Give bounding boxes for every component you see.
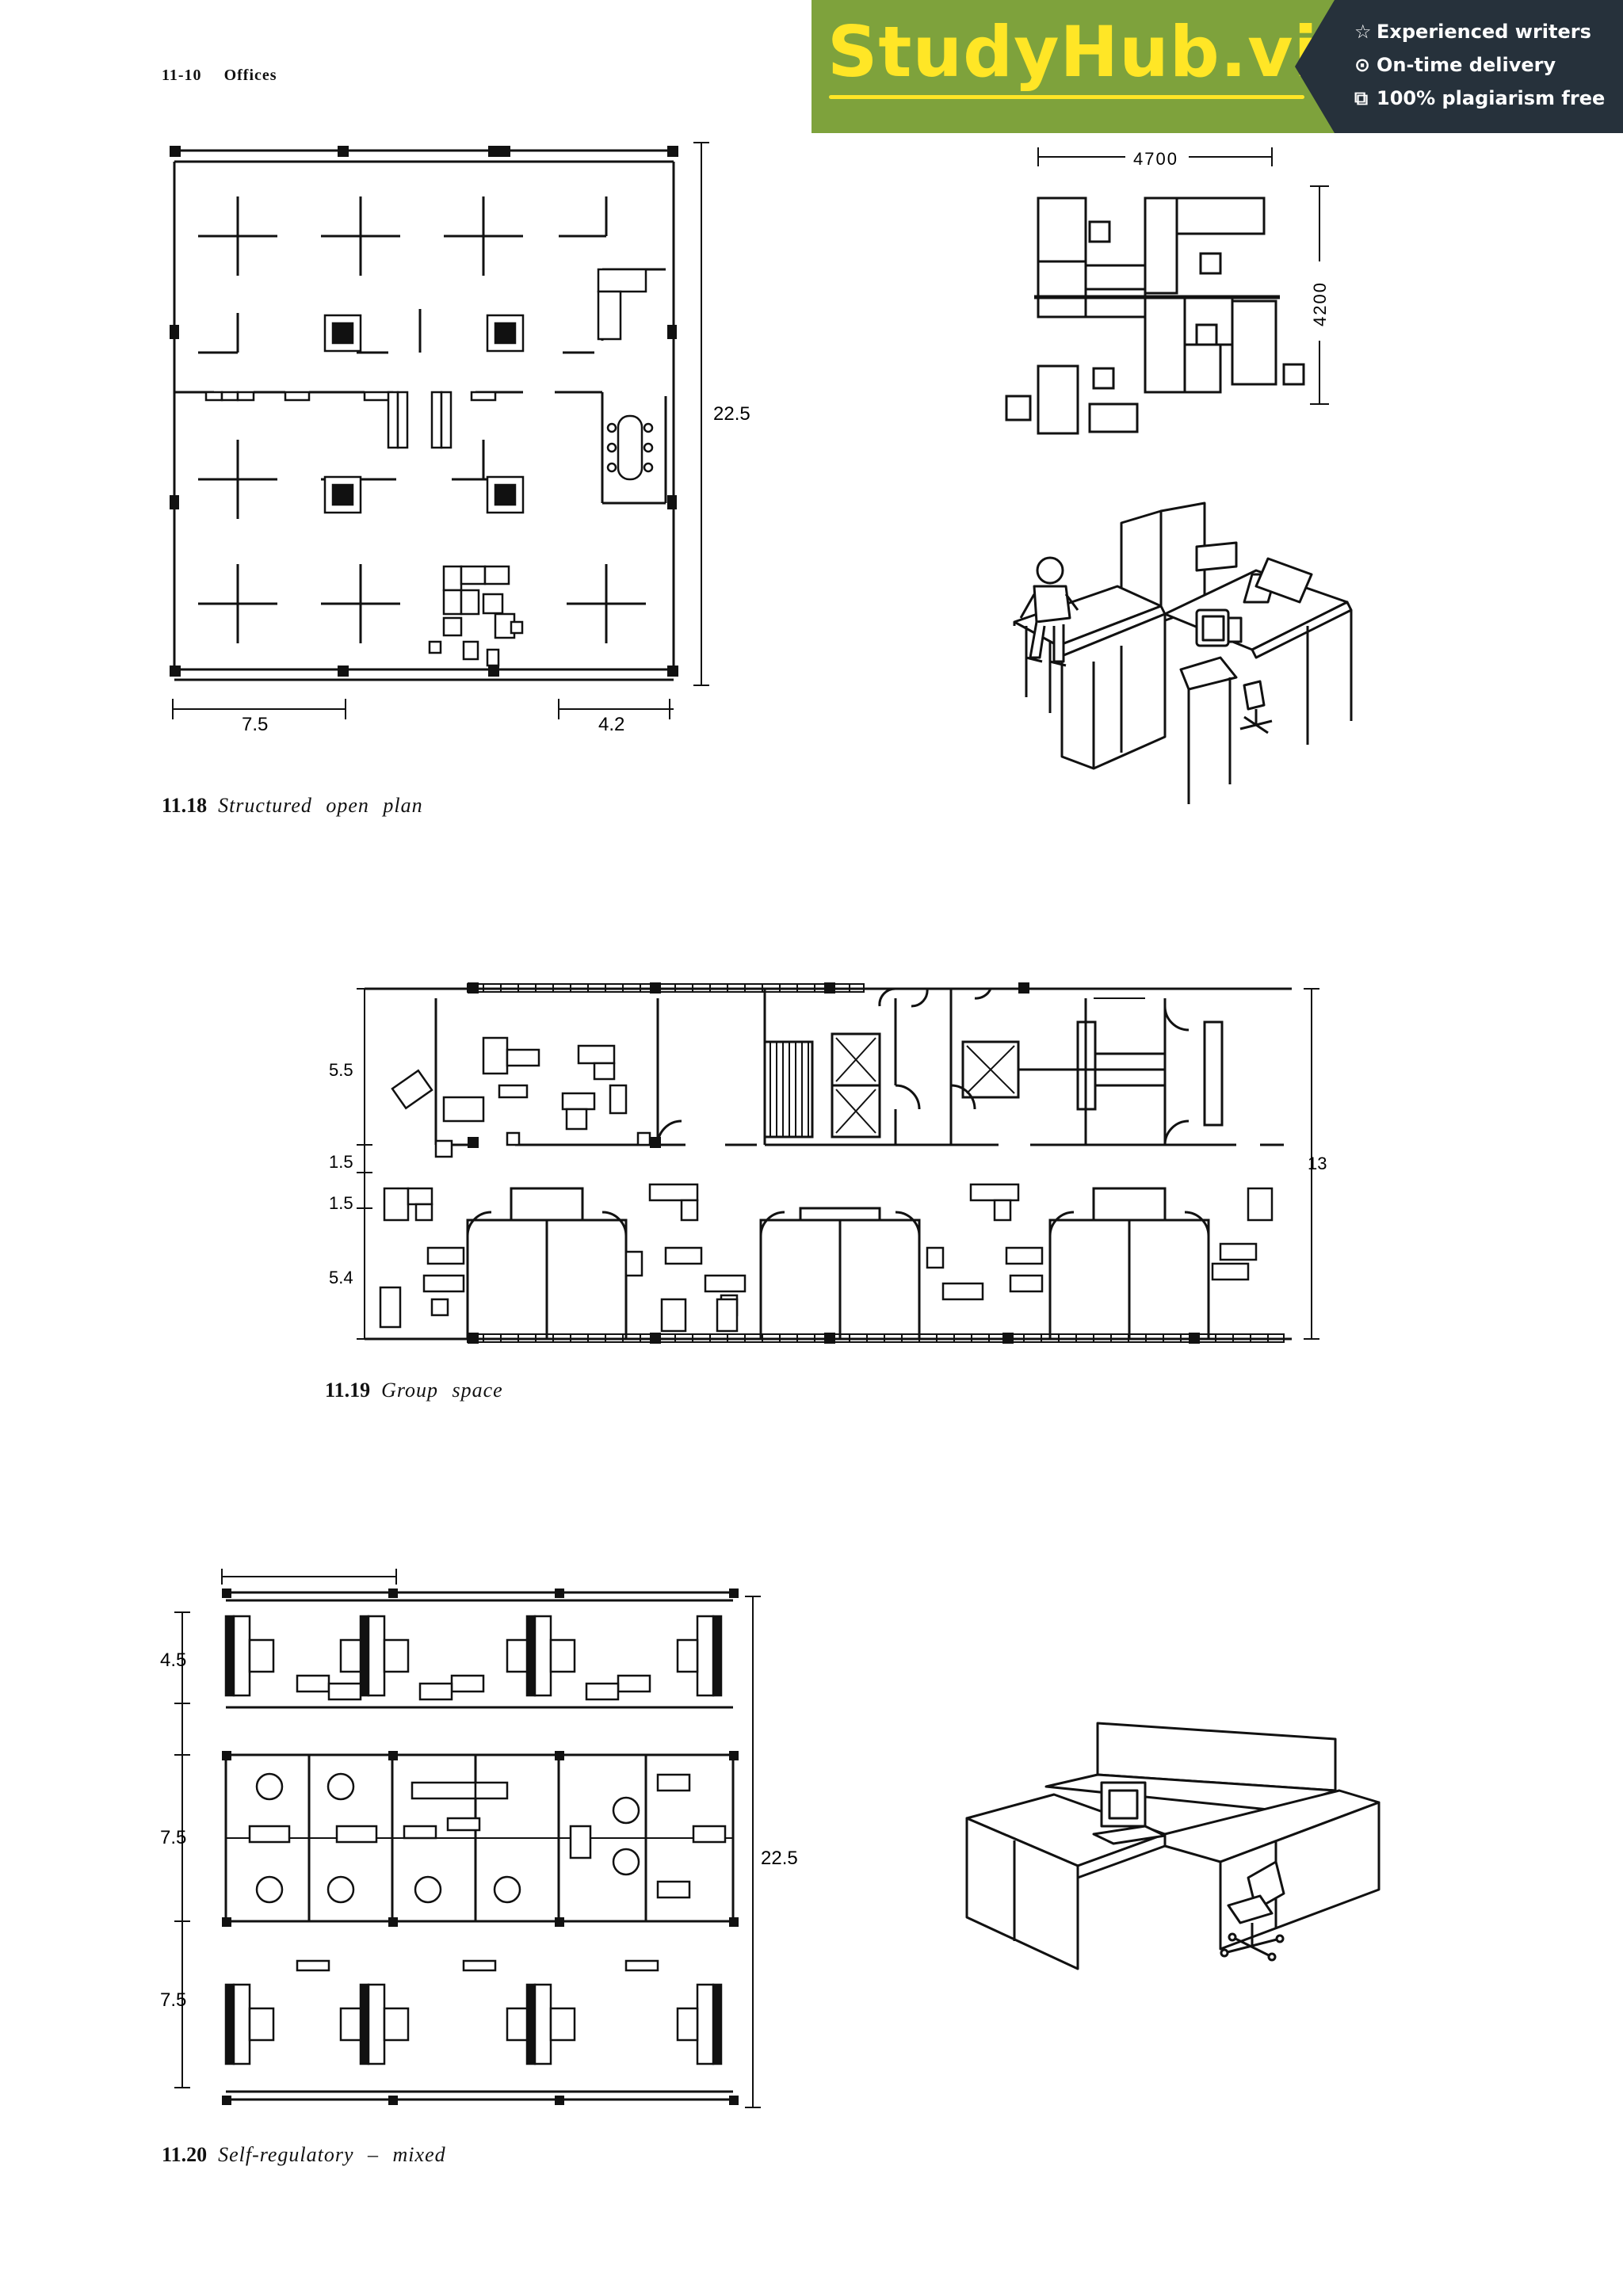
- copy-icon: ⧉: [1354, 87, 1369, 109]
- dim-7-5-b: 7.5: [160, 1989, 186, 2011]
- dim-5-5: 5.5: [329, 1060, 353, 1080]
- feature-on-time-delivery: ⊙On-time delivery: [1354, 54, 1556, 76]
- dim-4700: 4700: [1133, 149, 1178, 169]
- brand-logo: StudyHub.vip: [827, 11, 1369, 93]
- clock-icon: ⊙: [1354, 54, 1371, 76]
- feature-experienced-writers: ☆Experienced writers: [1354, 21, 1591, 43]
- banner-green-panel: StudyHub.vip: [812, 0, 1369, 133]
- dim-5-4: 5.4: [329, 1268, 353, 1287]
- page-header: 11-10 Offices: [162, 67, 295, 85]
- figure-11-19-plan: 5.5 1.5 1.5 5.4 13: [329, 982, 1327, 1344]
- dim-13: 13: [1308, 1154, 1327, 1173]
- section-title: Offices: [223, 67, 277, 84]
- brand-underline: [829, 95, 1304, 99]
- figure-11-20-isometric-desk: [965, 1722, 1381, 1970]
- dim-1-5-a: 1.5: [329, 1152, 353, 1172]
- dim-7-5-a: 7.5: [160, 1827, 186, 1848]
- figure-11-18-plan: 22.5 7.5 4.2: [170, 142, 750, 735]
- dim-4-5: 4.5: [160, 1650, 186, 1671]
- dim-1-5-b: 1.5: [329, 1193, 353, 1213]
- figure-11-18-isometric-workstation: [1013, 502, 1353, 804]
- dim-width-left: 7.5: [242, 714, 268, 735]
- dim-4200: 4200: [1310, 281, 1330, 326]
- page-number: 11-10: [162, 67, 202, 84]
- star-icon: ☆: [1354, 21, 1372, 43]
- feature-plagiarism-free: ⧉100% plagiarism free: [1354, 87, 1606, 109]
- dim-height: 22.5: [713, 403, 750, 425]
- figure-11-18-workstation-detail: 4700 4200: [1005, 147, 1331, 435]
- studyhub-banner[interactable]: StudyHub.vip ☆Experienced writers ⊙On-ti…: [812, 0, 1623, 133]
- figure-11-20-plan: 4.5 7.5 7.5 22.5: [160, 1569, 798, 2108]
- banner-dark-panel: [1295, 0, 1623, 133]
- dim-width-right: 4.2: [598, 714, 624, 735]
- dim-22-5: 22.5: [761, 1848, 798, 1869]
